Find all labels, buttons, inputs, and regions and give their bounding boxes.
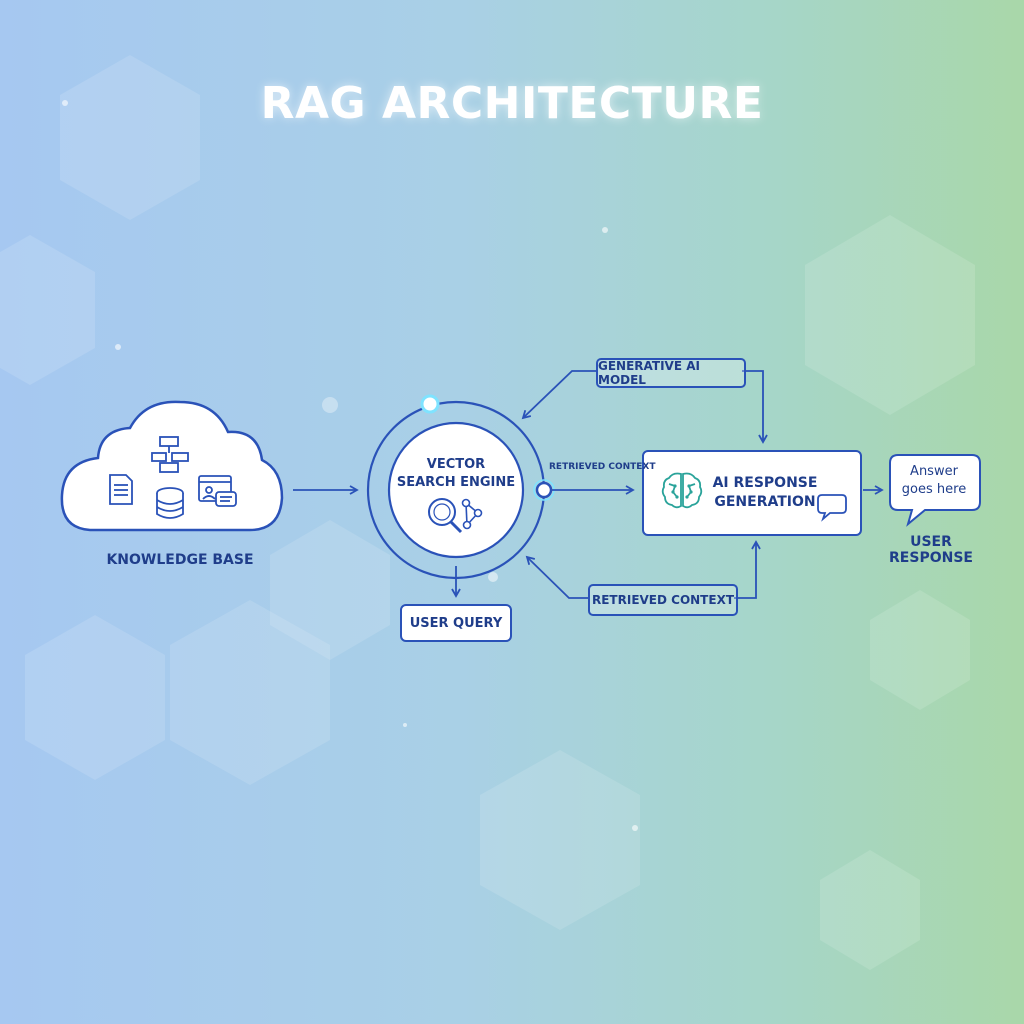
ai-response-node (642, 450, 862, 536)
vector-search-label: VECTOR SEARCH ENGINE (396, 457, 516, 490)
network-icon (461, 498, 483, 530)
user-response-label: USER RESPONSE (889, 534, 973, 566)
flowchart-icon (151, 436, 189, 473)
ai-response-label: AI RESPONSE GENERATION (712, 475, 818, 510)
answer-speech-bubble (889, 454, 981, 527)
page-title: RAG ARCHITECTURE (260, 78, 764, 129)
generative-ai-model-node: GENERATIVE AI MODEL (596, 358, 746, 388)
database-icon (156, 487, 184, 519)
search-engine-node (387, 421, 525, 559)
answer-text: Answer goes here (901, 464, 967, 497)
chat-bubble-icon (817, 494, 847, 522)
retrieved-context-node: RETRIEVED CONTEXT (588, 584, 738, 616)
knowledge-base-label: KNOWLEDGE BASE (106, 552, 254, 568)
edge-label-retrieved-context-top: RETRIEVED CONTEXT (549, 462, 656, 472)
magnifier-icon (428, 498, 463, 534)
brain-icon (661, 472, 703, 509)
profile-chat-icon (198, 475, 237, 507)
user-query-node: USER QUERY (400, 604, 512, 642)
document-icon (109, 474, 133, 505)
